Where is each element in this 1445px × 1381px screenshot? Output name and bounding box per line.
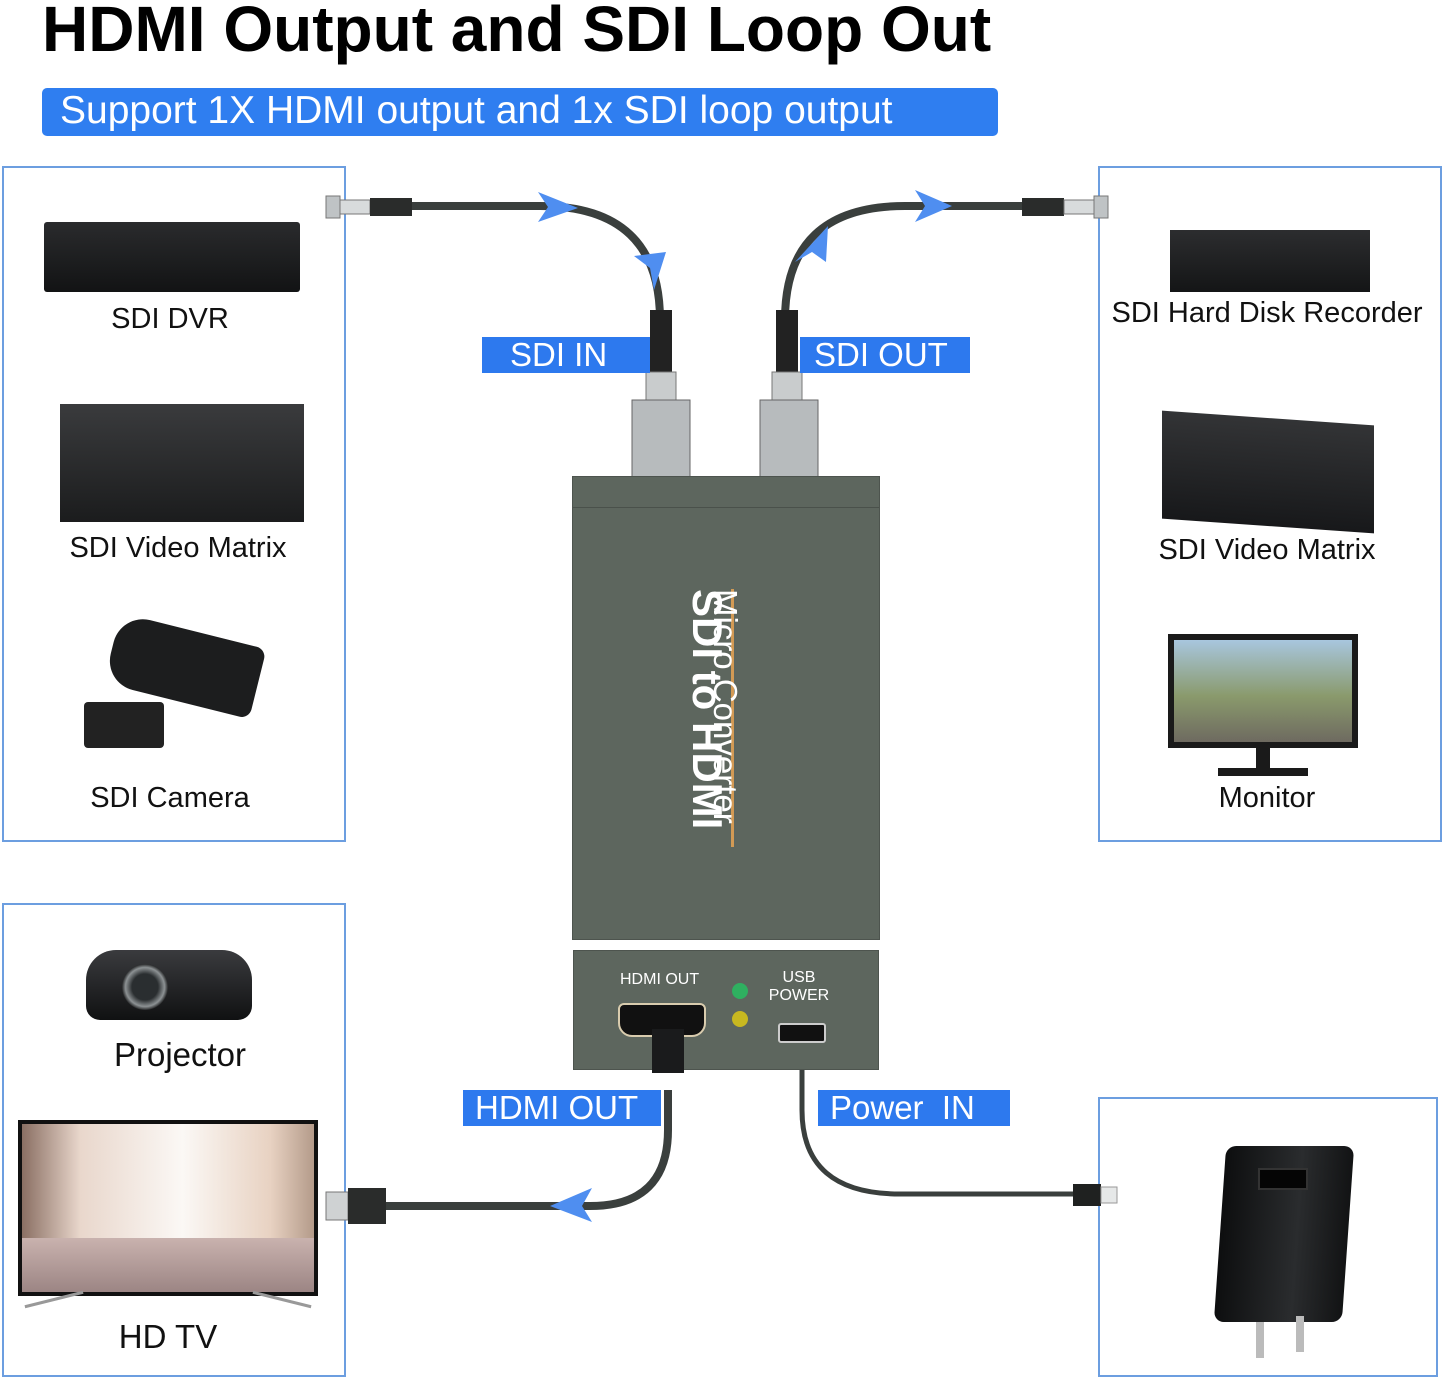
bnc-plug-icon (325, 195, 412, 219)
hdmi-out-tag: HDMI OUT (463, 1090, 661, 1126)
bnc-connector-sdi-out (759, 310, 819, 479)
sdi-out-cable (781, 202, 1030, 321)
device-label: SDI Video Matrix (1158, 534, 1376, 566)
sdi-out-tag: SDI OUT (800, 337, 970, 373)
converter-body: Micro Converter SDI to HDMI (572, 476, 880, 940)
sdi-out-arrow-icon (915, 190, 952, 222)
bnc-connector-sdi-in (631, 310, 691, 479)
hdmi-port-label: HDMI OUT (620, 971, 700, 988)
hard-disk-recorder-icon (1170, 230, 1370, 292)
camera-icon (84, 612, 267, 756)
bnc-plug-icon (1022, 195, 1109, 219)
device-label: SDI Video Matrix (69, 532, 287, 564)
device-label: Monitor (1218, 782, 1316, 814)
usb-label-line1: USB (782, 969, 816, 986)
status-led-yellow (732, 1011, 748, 1027)
sdi-out-up-arrow-icon (795, 226, 828, 262)
dvr-icon (44, 222, 300, 292)
sdi-in-cable (410, 202, 664, 321)
device-label: Projector (113, 1036, 247, 1073)
converter-front-panel: HDMI OUT USB POWER (573, 950, 879, 1073)
usb-plug-icon (1073, 1184, 1118, 1206)
device-label: SDI Camera (90, 782, 250, 814)
converter-type-text: SDI to HDMI (684, 589, 731, 830)
hdmi-arrow-icon (550, 1188, 592, 1222)
video-matrix-icon (1162, 410, 1374, 534)
tv-icon (18, 1120, 318, 1320)
hdmi-cable (385, 1090, 672, 1210)
sdi-in-tag: SDI IN (482, 337, 650, 373)
usb-port-label: USB POWER (768, 969, 830, 1005)
device-label: SDI DVR (111, 303, 229, 335)
converter-divider (731, 589, 734, 847)
hdmi-plug-body (652, 1029, 684, 1073)
usb-label-line2: POWER (768, 987, 830, 1004)
sdi-in-arrow-icon (538, 192, 578, 222)
usb-power-adapter-icon (1213, 1146, 1355, 1358)
projector-icon (86, 940, 252, 1026)
power-cable (799, 1070, 1075, 1197)
subtitle-banner: Support 1X HDMI output and 1x SDI loop o… (42, 88, 998, 136)
status-led-green (732, 983, 748, 999)
monitor-icon (1168, 634, 1358, 782)
device-label: HD TV (118, 1318, 218, 1355)
device-label: SDI Hard Disk Recorder (1111, 297, 1423, 329)
page-title: HDMI Output and SDI Loop Out (42, 0, 992, 65)
sdi-in-down-arrow-icon (634, 252, 666, 290)
video-matrix-icon (60, 404, 304, 522)
usb-power-port[interactable] (778, 1023, 826, 1043)
hdmi-plug-icon (325, 1188, 386, 1224)
power-in-tag: Power IN (818, 1090, 1010, 1126)
